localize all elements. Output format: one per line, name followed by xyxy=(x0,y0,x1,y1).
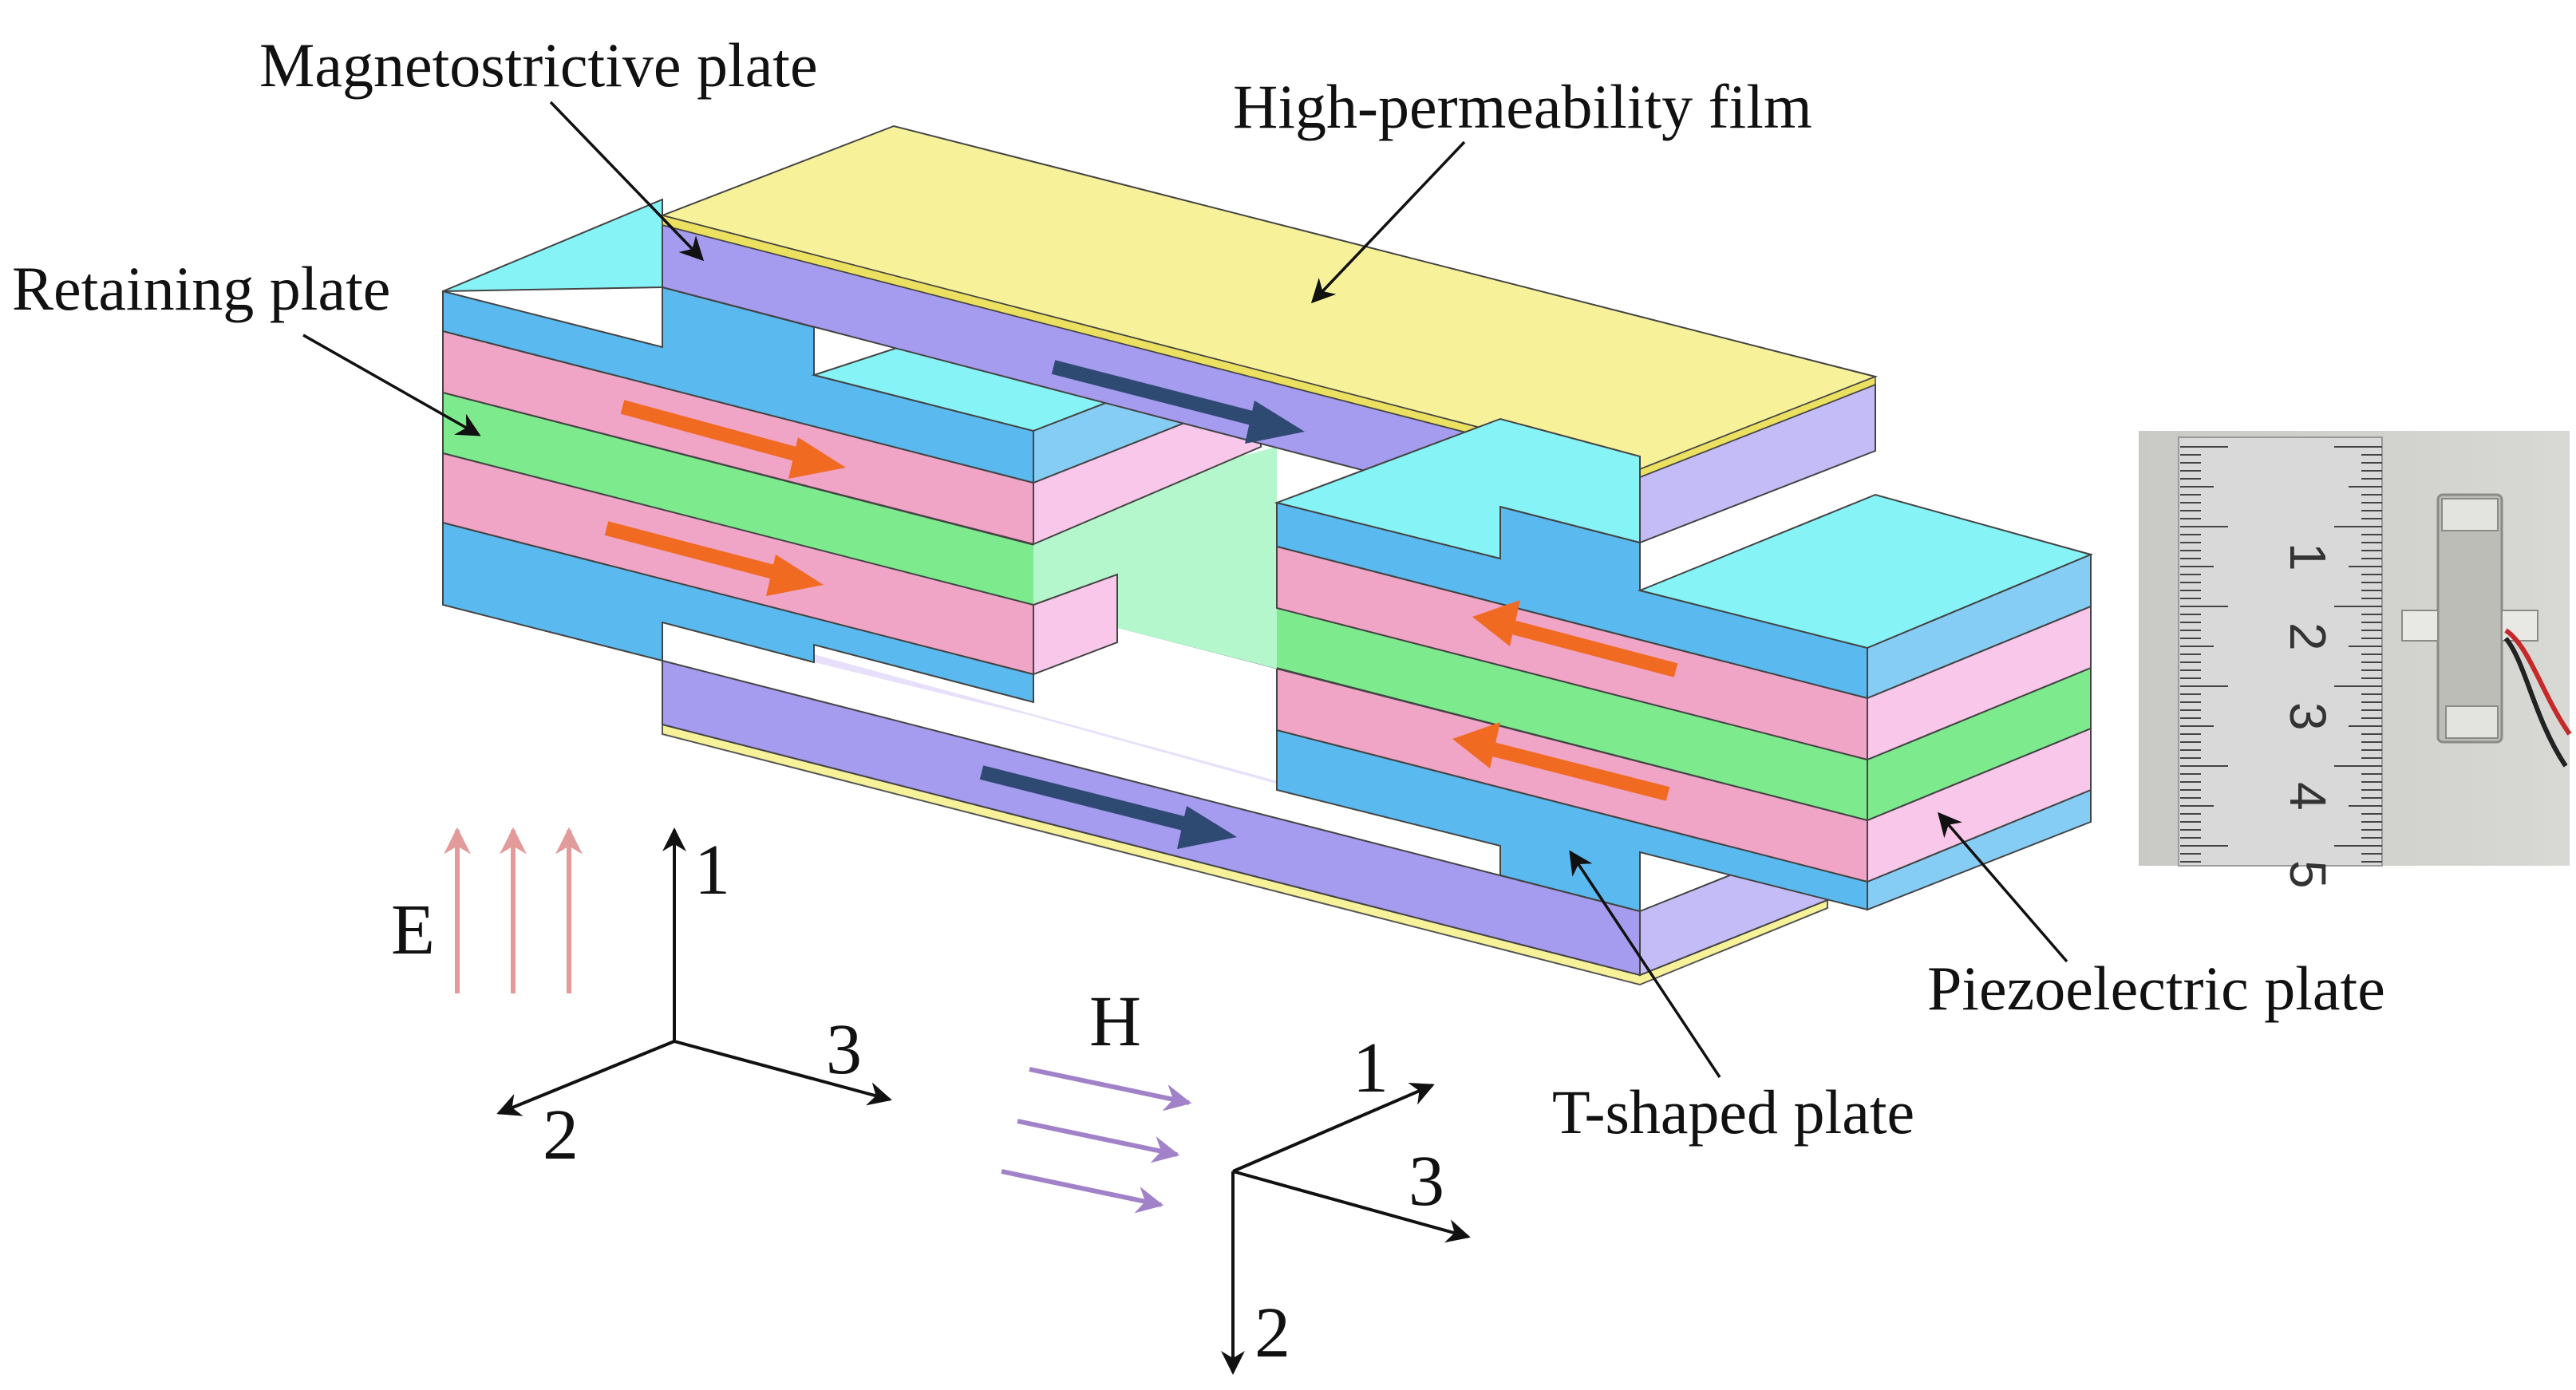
label-piezoelectric-plate: Piezoelectric plate xyxy=(1927,954,2385,1023)
h-axis-2-label: 2 xyxy=(1254,1293,1290,1372)
ruler xyxy=(2178,436,2383,867)
magnetization-arrowhead-top xyxy=(1245,401,1305,444)
leader-high-permeability-film xyxy=(1310,140,1466,304)
sample-wire-black xyxy=(2503,637,2568,768)
polarization-arrow-left-lower xyxy=(604,521,800,586)
piezo-right-upper-side xyxy=(1867,605,2092,761)
ruler-number-2: 2 xyxy=(2279,622,2337,651)
sample-cap-top xyxy=(2441,498,2499,531)
magnetization-arrowhead-bottom xyxy=(1177,806,1237,849)
magnetization-arrow-top xyxy=(1051,360,1279,432)
ruler-number-5: 5 xyxy=(2279,860,2337,889)
ruler-ticks xyxy=(2180,446,2382,863)
polarization-arrowhead-left-lower xyxy=(766,555,824,596)
e-axis-2-label: 2 xyxy=(543,1096,579,1175)
callouts: Magnetostrictive plate High-permeability… xyxy=(12,30,2385,1147)
h-field-axes: H 1 2 3 xyxy=(1001,982,1471,1375)
e-axis-2 xyxy=(496,1040,675,1116)
e-field-label: E xyxy=(391,890,435,969)
piezo-left-lower-side xyxy=(1033,573,1118,676)
h-field-arrow-3 xyxy=(1001,1169,1164,1214)
polarization-arrowhead-left-upper xyxy=(788,437,846,479)
e-axis-1-label: 1 xyxy=(694,831,730,910)
h-field-arrow-1 xyxy=(1029,1067,1192,1112)
t-plate-right-upper-top xyxy=(1274,417,1641,560)
magnetization-arrow-bottom xyxy=(979,765,1211,837)
sample-wire-red xyxy=(2504,628,2572,736)
leader-t-shaped-plate xyxy=(1569,850,1721,1078)
device-stack xyxy=(442,124,2094,986)
sample-cap-bottom xyxy=(2445,705,2499,739)
h-axis-3 xyxy=(1232,1170,1471,1243)
sample-body xyxy=(2436,493,2503,744)
sample-screw-right xyxy=(2501,610,2538,642)
ruler-number-4: 4 xyxy=(2279,782,2337,811)
e-axis-3 xyxy=(674,1040,892,1106)
sample-screw-left xyxy=(2401,610,2439,642)
h-field-arrow-2 xyxy=(1017,1119,1180,1163)
polarization-arrow-right-upper xyxy=(1498,617,1678,677)
prototype-photo: 1 2 3 4 5 xyxy=(2139,431,2572,889)
polarization-arrow-left-upper xyxy=(620,400,824,468)
h-axis-1-label: 1 xyxy=(1353,1029,1389,1108)
label-high-permeability-film: High-permeability film xyxy=(1233,72,1812,141)
e-field-axes: E 1 2 3 xyxy=(391,827,892,1175)
t-plate-left-upper-top xyxy=(442,198,663,292)
leader-piezoelectric-plate xyxy=(1938,811,2068,963)
label-magnetostrictive-plate: Magnetostrictive plate xyxy=(259,30,818,100)
label-t-shaped-plate: T-shaped plate xyxy=(1552,1077,1914,1147)
h-field-label: H xyxy=(1089,982,1141,1061)
ruler-number-3: 3 xyxy=(2279,702,2337,731)
e-axis-3-label: 3 xyxy=(826,1010,862,1089)
polarization-arrow-right-lower xyxy=(1478,739,1670,801)
label-retaining-plate: Retaining plate xyxy=(12,254,390,323)
t-plate-left-lower xyxy=(442,521,1034,704)
h-axis-3-label: 3 xyxy=(1409,1142,1444,1221)
polarization-arrowhead-right-upper xyxy=(1472,600,1520,646)
ruler-numbers: 1 2 3 4 5 xyxy=(2279,543,2337,889)
h-axis-1 xyxy=(1232,1082,1435,1173)
ruler-number-1: 1 xyxy=(2279,543,2337,571)
leader-retaining-plate xyxy=(302,334,481,436)
leader-magnetostrictive-plate xyxy=(549,101,705,262)
polarization-arrowhead-right-lower xyxy=(1452,722,1500,768)
